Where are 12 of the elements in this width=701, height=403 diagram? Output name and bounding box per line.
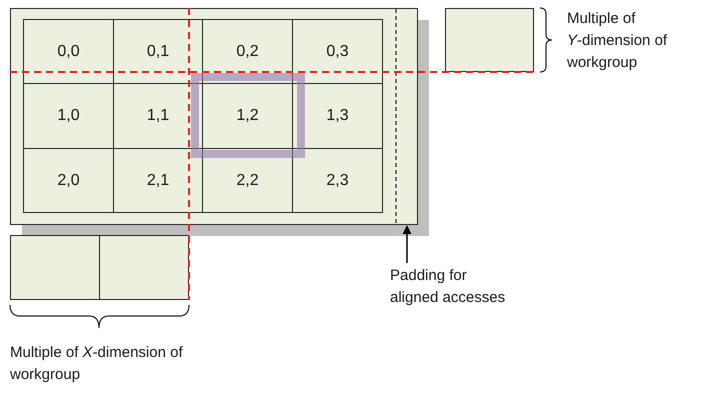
rectangle (99, 235, 189, 300)
annotation-text: Multiple of X-dimension of workgroup (10, 343, 184, 385)
grid-cell: 2,0 (23, 148, 114, 213)
grid-cell: 2,3 (292, 148, 383, 213)
annotation-text: Multiple of Y-dimension of workgroup (567, 9, 668, 73)
annotation-text: Padding for aligned accesses (390, 266, 506, 308)
grid-cell: 0,0 (23, 19, 114, 84)
grid-cell: 0,3 (292, 19, 383, 84)
rectangle (10, 235, 100, 300)
arrow (402, 225, 412, 263)
rectangle (445, 8, 534, 72)
padded-grid-rectangle (10, 8, 418, 225)
